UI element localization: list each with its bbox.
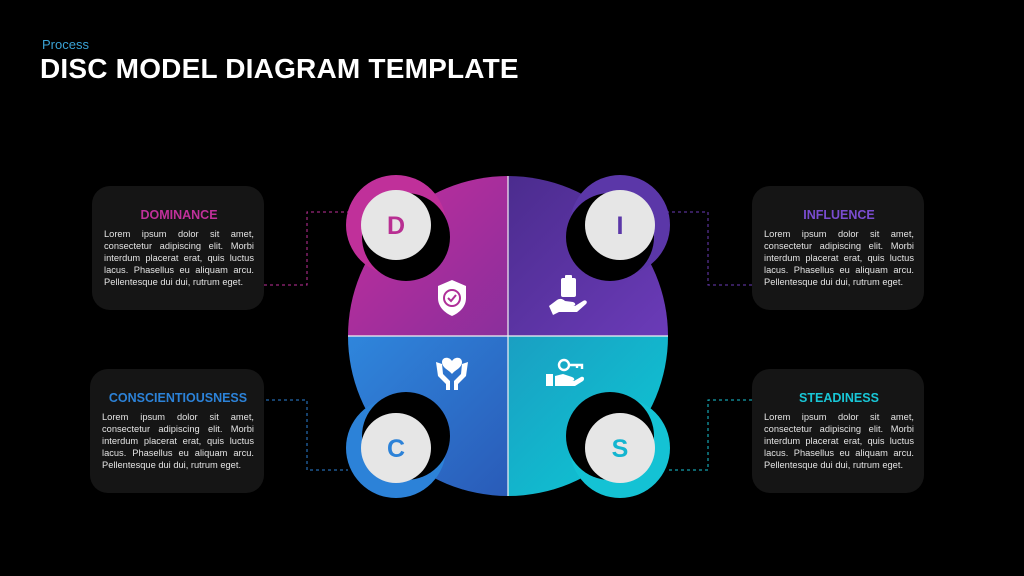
connector-conscientiousness xyxy=(266,399,348,471)
hand-clipboard-icon xyxy=(549,275,587,315)
badge-letter-d: D xyxy=(387,212,405,240)
badge-letter-i: I xyxy=(617,212,624,240)
card-heading-influence: INFLUENCE xyxy=(803,208,875,222)
badge-c: C xyxy=(346,392,450,498)
card-body-conscientiousness: Lorem ipsum dolor sit amet, consectetur … xyxy=(102,412,254,470)
connector-dominance xyxy=(264,211,348,286)
slide-title: DISC MODEL DIAGRAM TEMPLATE xyxy=(40,53,519,84)
card-influence: INFLUENCE Lorem ipsum dolor sit amet, co… xyxy=(752,186,924,310)
card-heading-dominance: DOMINANCE xyxy=(140,208,218,222)
card-body-influence: Lorem ipsum dolor sit amet, consectetur … xyxy=(764,229,914,287)
card-steadiness: STEADINESS Lorem ipsum dolor sit amet, c… xyxy=(752,369,924,493)
card-body-steadiness: Lorem ipsum dolor sit amet, consectetur … xyxy=(764,412,914,470)
slide-category: Process xyxy=(42,37,89,52)
card-conscientiousness: CONSCIENTIOUSNESS Lorem ipsum dolor sit … xyxy=(90,369,264,493)
card-body-dominance: Lorem ipsum dolor sit amet, consectetur … xyxy=(104,229,254,287)
hand-key-icon xyxy=(546,358,585,386)
badge-i: I xyxy=(566,175,670,281)
card-heading-steadiness: STEADINESS xyxy=(799,391,879,405)
card-heading-conscientiousness: CONSCIENTIOUSNESS xyxy=(108,391,248,405)
badge-letter-c: C xyxy=(387,435,405,463)
shield-check-icon xyxy=(438,280,466,316)
badge-letter-s: S xyxy=(612,435,629,463)
connector-steadiness xyxy=(668,399,752,471)
heart-hands-icon xyxy=(436,357,468,390)
card-dominance: DOMINANCE Lorem ipsum dolor sit amet, co… xyxy=(92,186,264,310)
badge-s: S xyxy=(566,392,670,498)
connector-influence xyxy=(668,211,752,286)
badge-d: D xyxy=(346,175,450,281)
